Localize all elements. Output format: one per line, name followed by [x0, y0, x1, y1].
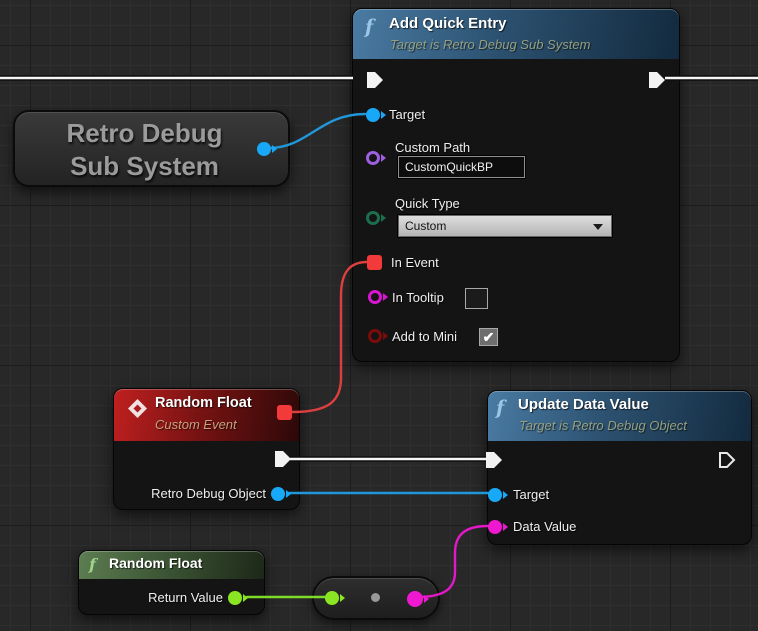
target-input-pin[interactable]	[366, 108, 380, 122]
node-title: Update Data Value	[518, 396, 649, 413]
string-output-pin[interactable]	[407, 591, 423, 607]
node-title: Add Quick Entry	[389, 15, 507, 32]
node-subtitle: Target is Retro Debug Sub System	[390, 37, 591, 52]
node-float-to-string-conversion[interactable]	[312, 576, 440, 620]
pin-label-in-event: In Event	[391, 255, 439, 270]
node-header[interactable]: f Random Float	[79, 551, 264, 579]
custom-path-input-pin[interactable]	[366, 151, 380, 165]
node-update-data-value[interactable]: f Update Data Value Target is Retro Debu…	[485, 390, 752, 545]
dropdown-arrow-icon	[593, 224, 603, 230]
node-title: Random Float	[109, 555, 203, 571]
pin-label-quick-type: Quick Type	[395, 196, 460, 211]
ellipsis-dot-icon	[371, 593, 380, 602]
retro-debug-object-output-pin[interactable]	[271, 487, 285, 501]
pin-label-target: Target	[389, 107, 426, 122]
exec-output-pin[interactable]	[648, 71, 666, 89]
variable-node-title-line1: Retro Debug	[66, 118, 223, 148]
exec-output-pin[interactable]	[718, 451, 736, 469]
node-retro-debug-sub-system[interactable]: Retro Debug Sub System	[13, 110, 290, 187]
in-tooltip-input-pin[interactable]	[368, 290, 382, 304]
node-header[interactable]: f Add Quick Entry Target is Retro Debug …	[353, 9, 679, 59]
exec-input-pin[interactable]	[366, 71, 384, 89]
quick-type-dropdown[interactable]: Custom	[397, 214, 613, 238]
exec-input-pin[interactable]	[485, 451, 503, 469]
node-title: Random Float	[155, 395, 252, 411]
function-icon: f	[89, 555, 96, 574]
function-icon: f	[365, 16, 374, 38]
add-to-mini-input-pin[interactable]	[368, 329, 382, 343]
node-subtitle: Custom Event	[155, 417, 237, 432]
object-output-pin[interactable]	[257, 142, 271, 156]
in-event-delegate-pin[interactable]	[367, 255, 382, 270]
exec-output-pin[interactable]	[274, 450, 292, 468]
quick-type-input-pin[interactable]	[366, 211, 380, 225]
event-delegate-output-pin[interactable]	[277, 405, 292, 420]
target-input-pin[interactable]	[488, 488, 502, 502]
pin-label-custom-path: Custom Path	[395, 140, 471, 155]
float-input-pin[interactable]	[325, 591, 339, 605]
custom-path-text-field[interactable]: CustomQuickBP	[397, 155, 526, 179]
pin-label-data-value: Data Value	[513, 519, 577, 534]
pin-label-add-to-mini: Add to Mini	[392, 329, 458, 344]
node-random-float-pure[interactable]: f Random Float Return Value	[78, 550, 265, 615]
in-tooltip-text-box[interactable]	[465, 288, 488, 309]
node-add-quick-entry[interactable]: f Add Quick Entry Target is Retro Debug …	[352, 8, 680, 362]
return-value-output-pin[interactable]	[228, 591, 242, 605]
custom-event-icon	[128, 399, 147, 418]
variable-node-title-line2: Sub System	[70, 151, 219, 181]
node-header[interactable]: f Update Data Value Target is Retro Debu…	[488, 391, 751, 441]
pin-label-target: Target	[513, 487, 550, 502]
function-icon: f	[496, 397, 505, 419]
pin-label-in-tooltip: In Tooltip	[392, 290, 444, 305]
node-subtitle: Target is Retro Debug Object	[519, 418, 687, 433]
add-to-mini-checkbox[interactable]: ✔	[479, 328, 498, 346]
quick-type-selected-value: Custom	[405, 219, 447, 233]
node-random-float-event[interactable]: Random Float Custom Event Retro Debug Ob…	[113, 388, 300, 510]
pin-label-retro-debug-object: Retro Debug Object	[151, 486, 266, 501]
node-header[interactable]: Random Float Custom Event	[114, 389, 299, 441]
pin-label-return-value: Return Value	[148, 590, 223, 605]
data-value-input-pin[interactable]	[488, 520, 502, 534]
